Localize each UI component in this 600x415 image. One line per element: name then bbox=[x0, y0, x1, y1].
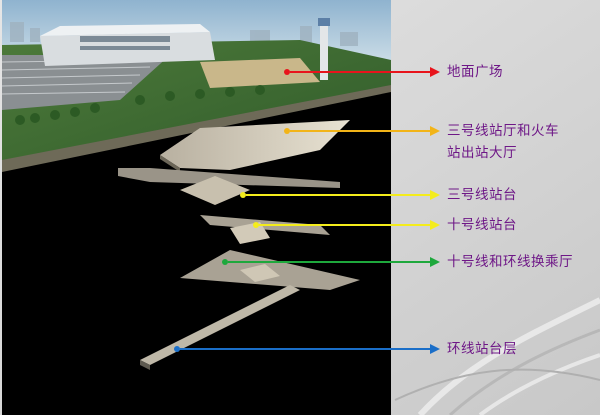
label-line3-hall-line1: 三号线站厅和火车 bbox=[447, 123, 559, 139]
label-loop-platform-text: 环线站台层 bbox=[447, 341, 517, 357]
interchange-hall-marker bbox=[222, 259, 228, 265]
label-line3-platform-text: 三号线站台 bbox=[447, 187, 517, 203]
decorative-swoosh bbox=[394, 297, 600, 415]
label-ground-plaza: 地面广场 bbox=[447, 61, 503, 83]
label-line3-hall-line2: 站出站大厅 bbox=[447, 145, 517, 161]
label-line10-platform: 十号线站台 bbox=[447, 214, 517, 236]
ground-plaza-marker bbox=[284, 69, 290, 75]
line3-hall-marker bbox=[284, 128, 290, 134]
label-loop-platform: 环线站台层 bbox=[447, 338, 517, 360]
cutaway-render bbox=[1, 0, 391, 415]
label-ground-plaza-text: 地面广场 bbox=[447, 64, 503, 80]
line3-platform-marker bbox=[240, 192, 246, 198]
callout-arrows bbox=[174, 67, 440, 354]
label-line3-platform: 三号线站台 bbox=[447, 184, 517, 206]
line10-platform-marker bbox=[253, 222, 259, 228]
label-interchange-hall-text: 十号线和环线换乘厅 bbox=[447, 254, 573, 270]
label-line10-platform-text: 十号线站台 bbox=[447, 217, 517, 233]
loop-platform-marker bbox=[174, 346, 180, 352]
label-line3-hall: 三号线站厅和火车 站出站大厅 bbox=[447, 120, 559, 164]
label-interchange-hall: 十号线和环线换乘厅 bbox=[447, 251, 573, 273]
